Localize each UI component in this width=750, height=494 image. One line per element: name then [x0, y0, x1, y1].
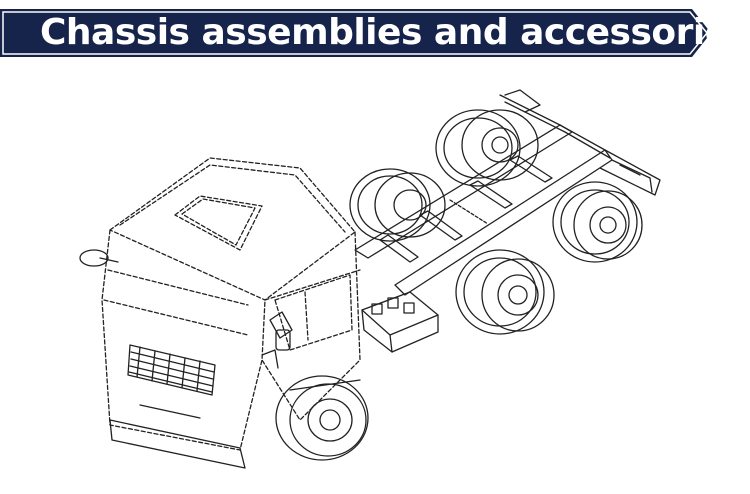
page-title: Chassis assemblies and accessories — [40, 12, 750, 53]
rear-axle-front-wheels-right — [455, 249, 555, 335]
battery-box — [361, 291, 439, 353]
front-wheel — [275, 375, 369, 461]
rear-axle-back-wheels-right — [552, 181, 643, 263]
rear-lights — [611, 159, 653, 193]
front-bumper — [109, 404, 246, 469]
title-banner: Chassis assemblies and accessories — [0, 9, 750, 57]
rear-axle-front-wheels — [349, 168, 446, 242]
cab-grille — [127, 344, 216, 396]
side-mirror — [79, 249, 119, 267]
rear-axle-back-wheels — [435, 109, 539, 187]
cab — [101, 157, 361, 451]
banner-shape — [0, 9, 711, 57]
engine-components — [261, 311, 293, 369]
truck-chassis-drawing — [79, 89, 661, 469]
